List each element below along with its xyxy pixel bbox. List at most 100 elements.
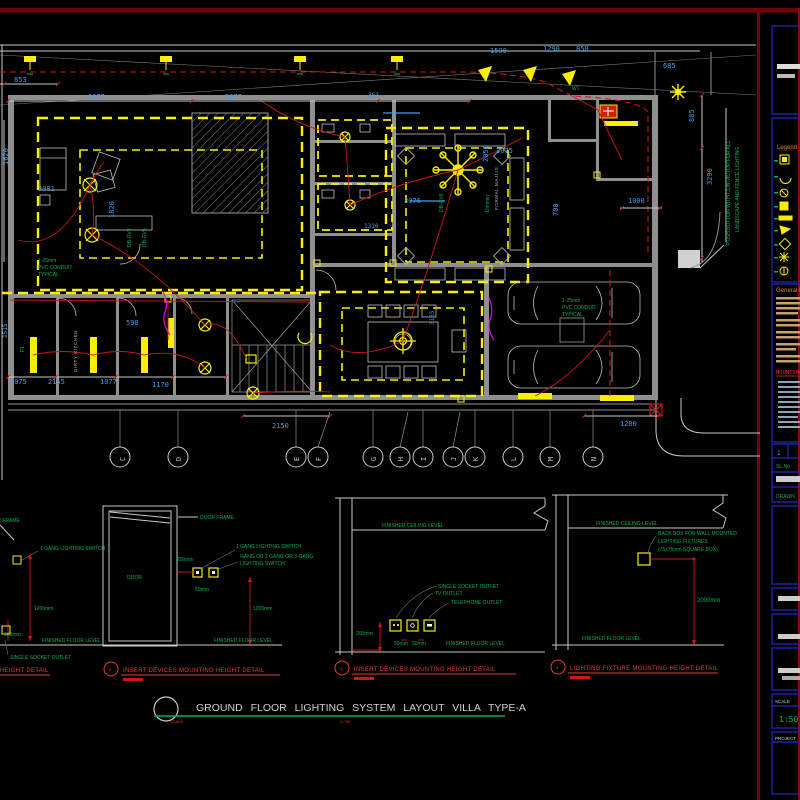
grid-letter: K [472, 456, 480, 461]
legend-code-ticks [774, 160, 778, 273]
dim-1200mm: 1200mm [253, 606, 272, 612]
legend-title: Legend [777, 145, 797, 151]
legend-star-icon [779, 252, 789, 262]
wall-washer-icon [294, 56, 306, 75]
telephone-label: TELEPHONE OUTLET [451, 600, 502, 606]
dim-1170: 1170 [152, 381, 169, 389]
notes-text-bars [776, 297, 800, 363]
detail-number: 4 [556, 665, 559, 670]
conduit-note: 1-25mm [38, 258, 56, 264]
detail-number: 1 [340, 666, 343, 671]
main-title: GROUND FLOOR LIGHTING SYSTEM LAYOUT VILL… [196, 702, 526, 714]
dim-2155: 2155 [48, 378, 65, 386]
switch2-label-line1: GANG OR 2 GANG OR 3-GANG [240, 554, 313, 560]
grid-letter: E [293, 457, 301, 461]
grid-letter: L [510, 457, 518, 461]
fcl-label: FINISHED CEILING LEVEL [382, 523, 444, 529]
mounting-text-bars [778, 381, 800, 428]
dim-3290: 3290 [706, 168, 714, 185]
dim-1200mm: 1200mm [34, 606, 53, 612]
backbox-label-line3: (75x75mm SQUARE BOX) [658, 547, 718, 553]
magenta-conduits [162, 291, 495, 341]
dim-1077: 1077 [100, 378, 117, 386]
ffl-label: FINISHED FLOOR LEVEL [446, 641, 505, 647]
panel-project-label: PROJECT [775, 736, 796, 741]
fluorescent-bar [604, 121, 638, 126]
detail-number: 5 [109, 667, 112, 672]
tv-label: TV OUTLET [435, 591, 463, 597]
panel-text-bar [778, 668, 800, 673]
road-corner-inner [680, 398, 760, 434]
backbox-label-line1: BACK BOX FOR WALL MOUNTED [658, 531, 737, 537]
grid-letter: M [547, 457, 555, 461]
dim-50mm: 50mm [394, 641, 408, 647]
dim-3135: 3135 [429, 310, 436, 325]
legend-flood-icon [779, 225, 792, 235]
dimmer-label: Dimmer [485, 194, 491, 212]
building-walls [8, 95, 658, 400]
dim-300mm: 300mm [4, 632, 21, 638]
wiring [9, 94, 649, 398]
car [507, 345, 641, 389]
switch-icon [245, 354, 257, 364]
bed [39, 147, 67, 191]
legend-switch-icon [779, 201, 789, 211]
road-corner-outer [655, 398, 760, 457]
room-label-dirty-kitchen: DIRTY KITCHEN [73, 330, 78, 372]
switch-icon [457, 395, 465, 403]
panel-scale-value: 1:50 [779, 715, 798, 724]
svg-text:TYPICAL: TYPICAL [562, 312, 583, 318]
door-frame-label: DOOR FRAME [200, 515, 235, 521]
grid-letter: H [397, 457, 405, 461]
dim-1075: 1075 [10, 378, 27, 386]
ffl-label: FINISHED FLOOR LEVEL [582, 636, 641, 642]
svg-text:PVC CONDUIT: PVC CONDUIT [562, 305, 596, 311]
detail-title: INSERT DEVICES MOUNTING HEIGHT DETAIL [123, 668, 265, 674]
detail-title: LIGHTING FIXTURE MOUNTING HEIGHT DETAIL [570, 666, 719, 672]
garage-cars [507, 281, 641, 389]
dim-3076: 3076 [404, 197, 421, 205]
wall-washer-icon [391, 56, 403, 75]
dim-1000: 1000 [628, 197, 645, 205]
door-frame-label: DOOR FRAME [0, 518, 21, 524]
push-button-note-line1: PUSH BUTTON WITH CONTACTOR FOR ALL [726, 140, 732, 245]
fence-light-symbols [24, 56, 686, 100]
legend-diamond-icon [778, 237, 792, 251]
dim-850: 850 [576, 45, 589, 53]
grid-letter: D [175, 457, 183, 461]
general-notes-title: General Notes [776, 288, 800, 294]
switch2-label-line2: LIGHTING SWITCH [240, 561, 285, 567]
switch-icon [313, 259, 321, 267]
dim-5077: 5077 [88, 93, 105, 101]
staircase [231, 299, 313, 393]
room-label-formal-majlis: FORMAL MAJLIS [494, 167, 499, 210]
dim-1200: 1200 [620, 420, 637, 428]
detail-scale-note [570, 676, 590, 679]
revision-no: 1 [777, 450, 781, 457]
gate-swing [689, 211, 721, 269]
legend-symbols [778, 154, 793, 276]
dresser [95, 215, 153, 231]
downlight-icon [297, 332, 313, 345]
flood-light-icon [478, 66, 492, 82]
dim-2050: 2050 [482, 145, 490, 162]
dim-5077: 5077 [225, 93, 242, 101]
garden-light-icon [670, 84, 686, 100]
detail-insert-devices: FINISHED CEILING LEVEL SINGLE SOCKET OUT… [334, 497, 549, 680]
detail-insert-devices-door: DOOR DOOR FRAME 200mm 50mm 1 GANG LIGHTI… [102, 505, 313, 681]
title-block-panel: Legend General Notes [771, 25, 800, 795]
legend-spotlight-icon [779, 188, 789, 198]
panel-text-bar [778, 634, 800, 639]
backbox-label-line2: LIGHTING FIXTURES [658, 539, 708, 545]
panel-scale-label: SCALE [775, 699, 790, 704]
dim-200mm: 200mm [177, 557, 194, 563]
detail-scale-note [123, 678, 143, 681]
dim-1310: 1310 [364, 223, 379, 230]
dim-590: 590 [126, 319, 139, 327]
scale-value: 1 / 50 [340, 719, 351, 724]
grid-letter: G [370, 457, 378, 461]
legend-bar-icon [778, 215, 793, 221]
legend-downlight-icon [779, 154, 790, 165]
panel-text-bar [778, 596, 800, 601]
